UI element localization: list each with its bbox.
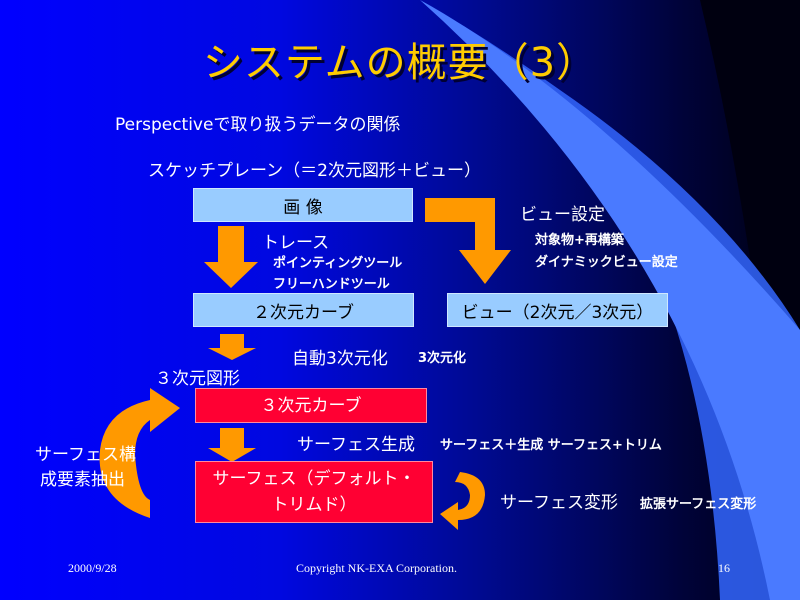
view-box: ビュー（2次元／3次元） xyxy=(447,293,668,327)
surface-gen-sub-label: サーフェス＋生成 サーフェス+トリム xyxy=(440,438,662,453)
arrow-down-icon xyxy=(208,334,256,360)
page-number: 16 xyxy=(718,561,730,575)
auto-3d-label: 自動3次元化 xyxy=(292,349,388,369)
image-box: 画 像 xyxy=(193,188,413,222)
surface-box-line2: トリムド） xyxy=(271,495,357,515)
curved-arrow-back-icon xyxy=(440,472,485,530)
footer-copyright: Copyright NK-EXA Corporation. xyxy=(296,561,457,575)
extract-label-line2: 成要素抽出 xyxy=(40,470,125,490)
bent-arrow-icon xyxy=(425,198,511,284)
sketch-plane-label: スケッチプレーン（＝2次元図形＋ビュー） xyxy=(148,161,481,181)
arrow-down-icon xyxy=(208,428,256,462)
curved-arrow-up-icon xyxy=(99,388,180,518)
curve-3d-box: ３次元カーブ xyxy=(195,388,427,423)
surface-deform-label: サーフェス変形 xyxy=(500,493,618,513)
surface-gen-label: サーフェス生成 xyxy=(297,435,415,455)
curve-2d-box: ２次元カーブ xyxy=(193,293,414,327)
subtitle: Perspectiveで取り扱うデータの関係 xyxy=(115,115,401,135)
trace-label: トレース xyxy=(262,233,330,253)
freehand-tool-label: フリーハンドツール xyxy=(273,277,390,292)
pointing-tool-label: ポインティングツール xyxy=(273,256,403,271)
surface-box: サーフェス（デフォルト・ トリムド） xyxy=(195,461,433,523)
view-setting-label: ビュー設定 xyxy=(520,205,605,225)
object-rebuild-label: 対象物+再構築 xyxy=(535,233,624,248)
footer-date: 2000/9/28 xyxy=(68,561,117,575)
auto-3d-sub-label: 3次元化 xyxy=(418,351,467,366)
shape-3d-label: ３次元図形 xyxy=(155,369,240,389)
surface-box-line1: サーフェス（デフォルト・ xyxy=(212,469,416,489)
arrow-down-icon xyxy=(204,226,258,288)
surface-deform-sub-label: 拡張サーフェス変形 xyxy=(640,497,757,512)
slide-title: システムの概要（3） xyxy=(202,40,598,86)
extract-label-line1: サーフェス構 xyxy=(35,445,136,465)
dynamic-view-label: ダイナミックビュー設定 xyxy=(535,255,678,270)
